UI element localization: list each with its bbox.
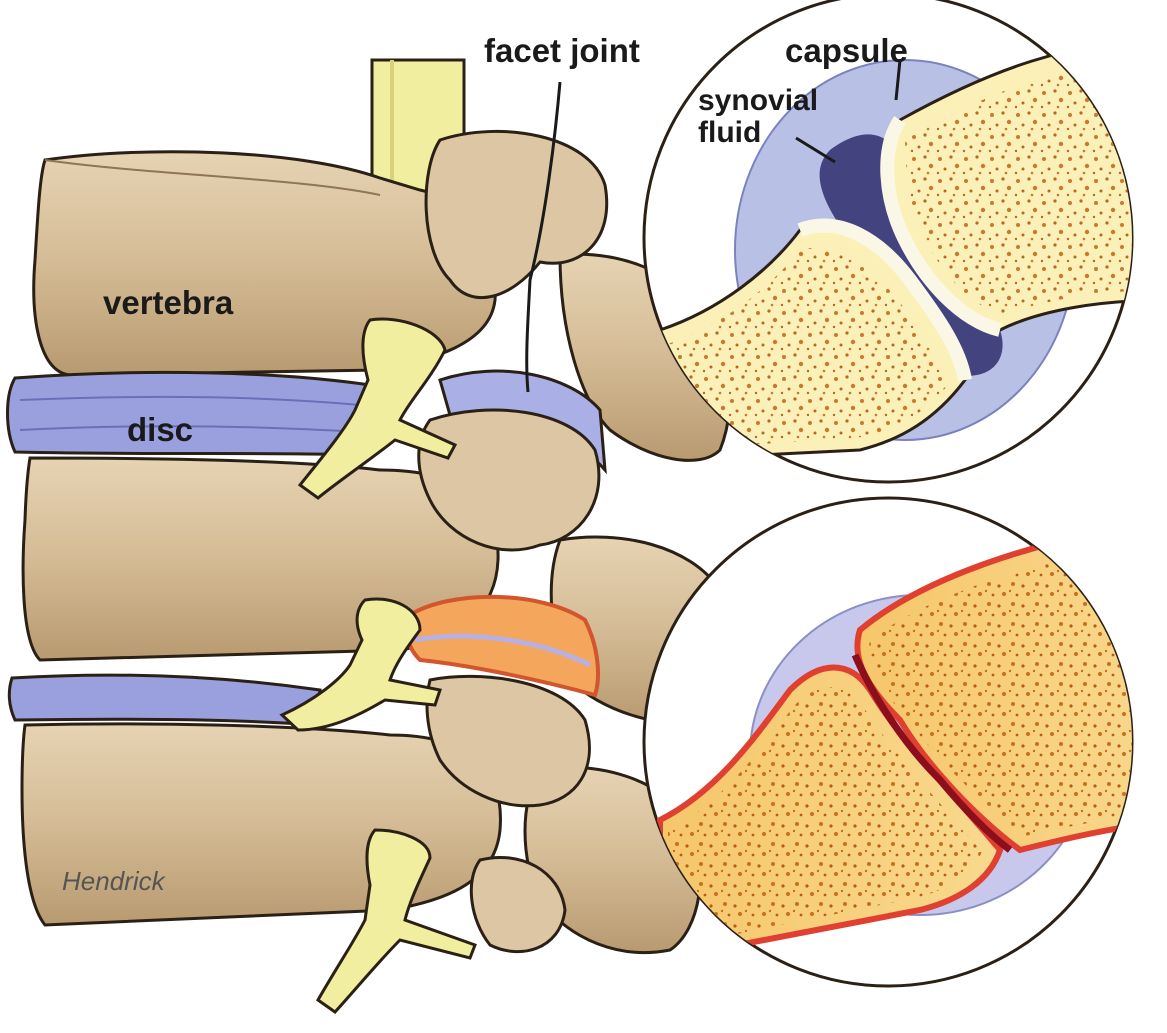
label-synovial: synovial: [698, 86, 818, 116]
label-fluid: fluid: [698, 118, 761, 148]
label-vertebra: vertebra: [103, 286, 233, 319]
spinal-column: Hendrick: [8, 60, 731, 1012]
healthy-joint-inset: [644, 0, 1167, 482]
disc-lower: [9, 675, 320, 725]
label-disc: disc: [127, 413, 193, 446]
arthritic-joint-inset: [644, 498, 1167, 986]
label-facet-joint: facet joint: [484, 34, 640, 67]
artist-signature: Hendrick: [62, 866, 167, 896]
label-capsule: capsule: [785, 34, 908, 67]
